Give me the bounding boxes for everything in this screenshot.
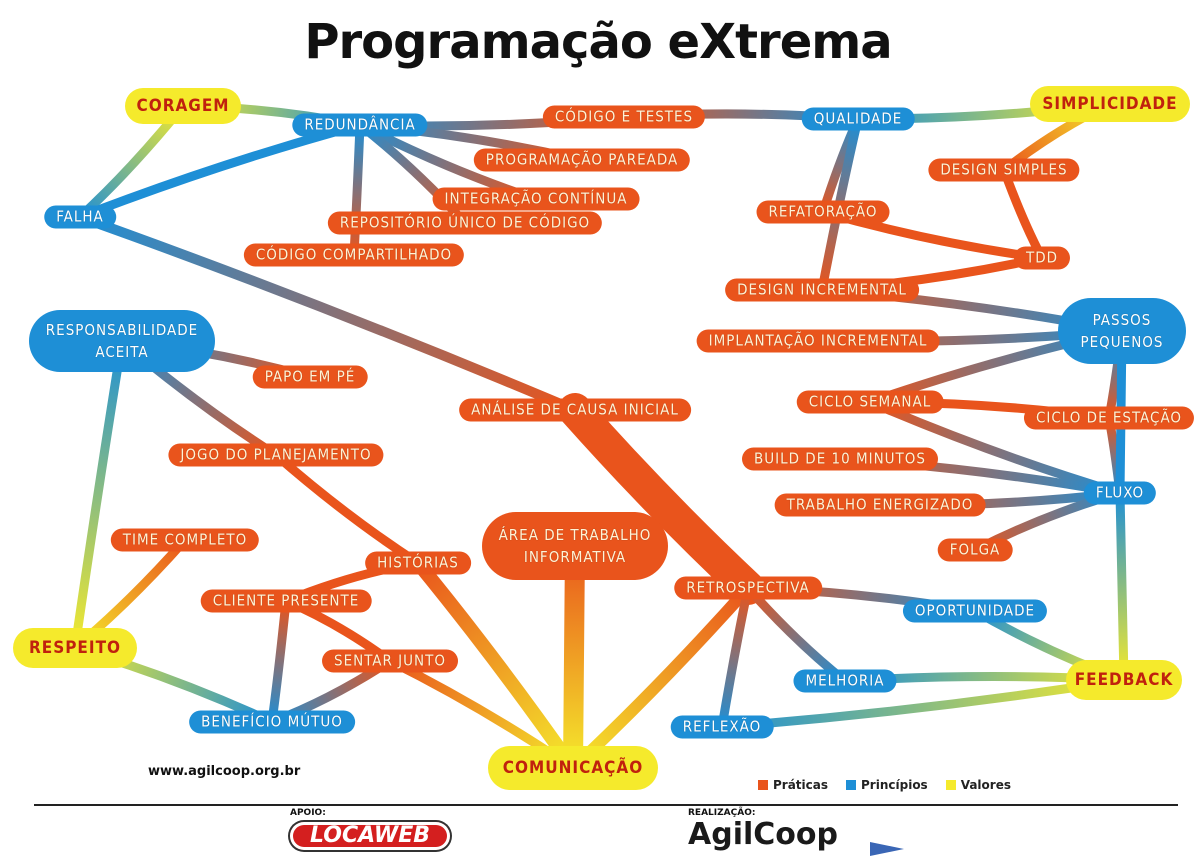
node-design-incr: Design incremental [725,278,919,302]
edge-redundancia-codigo_compart [349,120,365,260]
node-comunicacao: Comunicação [488,746,658,790]
edge-responsabilidade-respeito [70,336,127,653]
node-beneficio: Benefício mútuo [189,710,355,734]
edge-retro-comunicacao [567,582,754,774]
node-qualidade: Qualidade [801,107,915,131]
legend-label: Práticas [773,778,829,792]
apoio-label: APOIO: [290,808,326,818]
agilcoop-logo: AgilCoop [688,817,838,852]
node-simplicidade: Simplicidade [1030,86,1190,122]
node-responsabilidade: Responsabilidade aceita [29,310,215,372]
node-fluxo: Fluxo [1083,481,1157,505]
legend-label: Valores [960,778,1011,792]
legend-item-praticas: Práticas [758,778,828,792]
node-ciclo-semanal: Ciclo semanal [796,390,944,414]
node-papo: Papo em pé [252,365,368,389]
node-codigo-testes: Código e Testes [542,105,706,129]
legend-swatch [945,780,956,790]
node-cliente: Cliente presente [200,589,372,613]
node-retro: Retrospectiva [674,576,822,600]
node-melhoria: Melhoria [793,669,897,693]
node-design-simples: Design simples [928,158,1080,182]
edge-design_simples-tdd [999,165,1047,263]
node-passos: Passos pequenos [1058,298,1186,364]
node-ciclo-estacao: Ciclo de estação [1023,406,1195,430]
node-build: Build de 10 minutos [742,447,938,471]
node-analise: Análise de causa inicial [459,398,691,422]
node-implantacao: Implantação incremental [696,329,940,353]
node-coragem: Coragem [125,88,241,124]
node-time: Time completo [110,528,260,552]
edge-fluxo-feedback [1115,488,1129,685]
node-oportunidade: Oportunidade [902,599,1048,623]
node-refatoracao: Refatoração [756,200,890,224]
node-tdd: TDD [1013,246,1071,270]
edge-falha-analise [75,212,580,415]
node-codigo-compart: Código compartilhado [243,243,465,267]
realizacao-label: REALIZAÇÃO: [688,808,756,818]
node-falha: Falha [44,205,116,229]
node-prog-pareada: Programação pareada [473,148,691,172]
node-jogo: Jogo do planejamento [168,443,384,467]
node-sentar: Sentar junto [322,649,458,673]
node-area: Área de trabalho informativa [482,512,668,580]
node-repositorio: Repositório único de código [327,211,603,235]
node-trabalho: Trabalho energizado [774,493,986,517]
locaweb-logo: LOCAWEB [290,822,450,850]
edge-jogo-historias [271,450,423,568]
website-url[interactable]: www.agilcoop.org.br [148,764,301,779]
edge-retro-melhoria [743,583,850,686]
legend-item-valores: Valores [945,778,1011,792]
footer-divider [34,804,1178,806]
legend-swatch [758,780,768,790]
legend-swatch [846,780,857,790]
legend: Práticas Princípios Valores [758,778,1011,792]
node-feedback: Feedback [1066,660,1182,700]
node-redundancia: Redundância [292,113,428,137]
node-folga: Folga [937,538,1013,562]
agilcoop-arrow-icon [870,842,904,856]
node-historias: Histórias [365,551,471,575]
legend-item-principios: Princípios [846,778,928,792]
edge-cliente-beneficio [267,596,291,727]
diagram-title: Programação eXtrema [304,14,892,70]
node-reflexao: Reflexão [670,715,774,739]
edge-analise-retro [558,393,765,605]
edge-reflexao-feedback [717,675,1129,732]
edge-retro-reflexao [717,583,753,732]
node-integracao: Integração contínua [432,187,640,211]
node-respeito: Respeito [13,628,137,668]
legend-label: Princípios [861,778,928,792]
edge-historias-comunicacao [411,556,580,775]
